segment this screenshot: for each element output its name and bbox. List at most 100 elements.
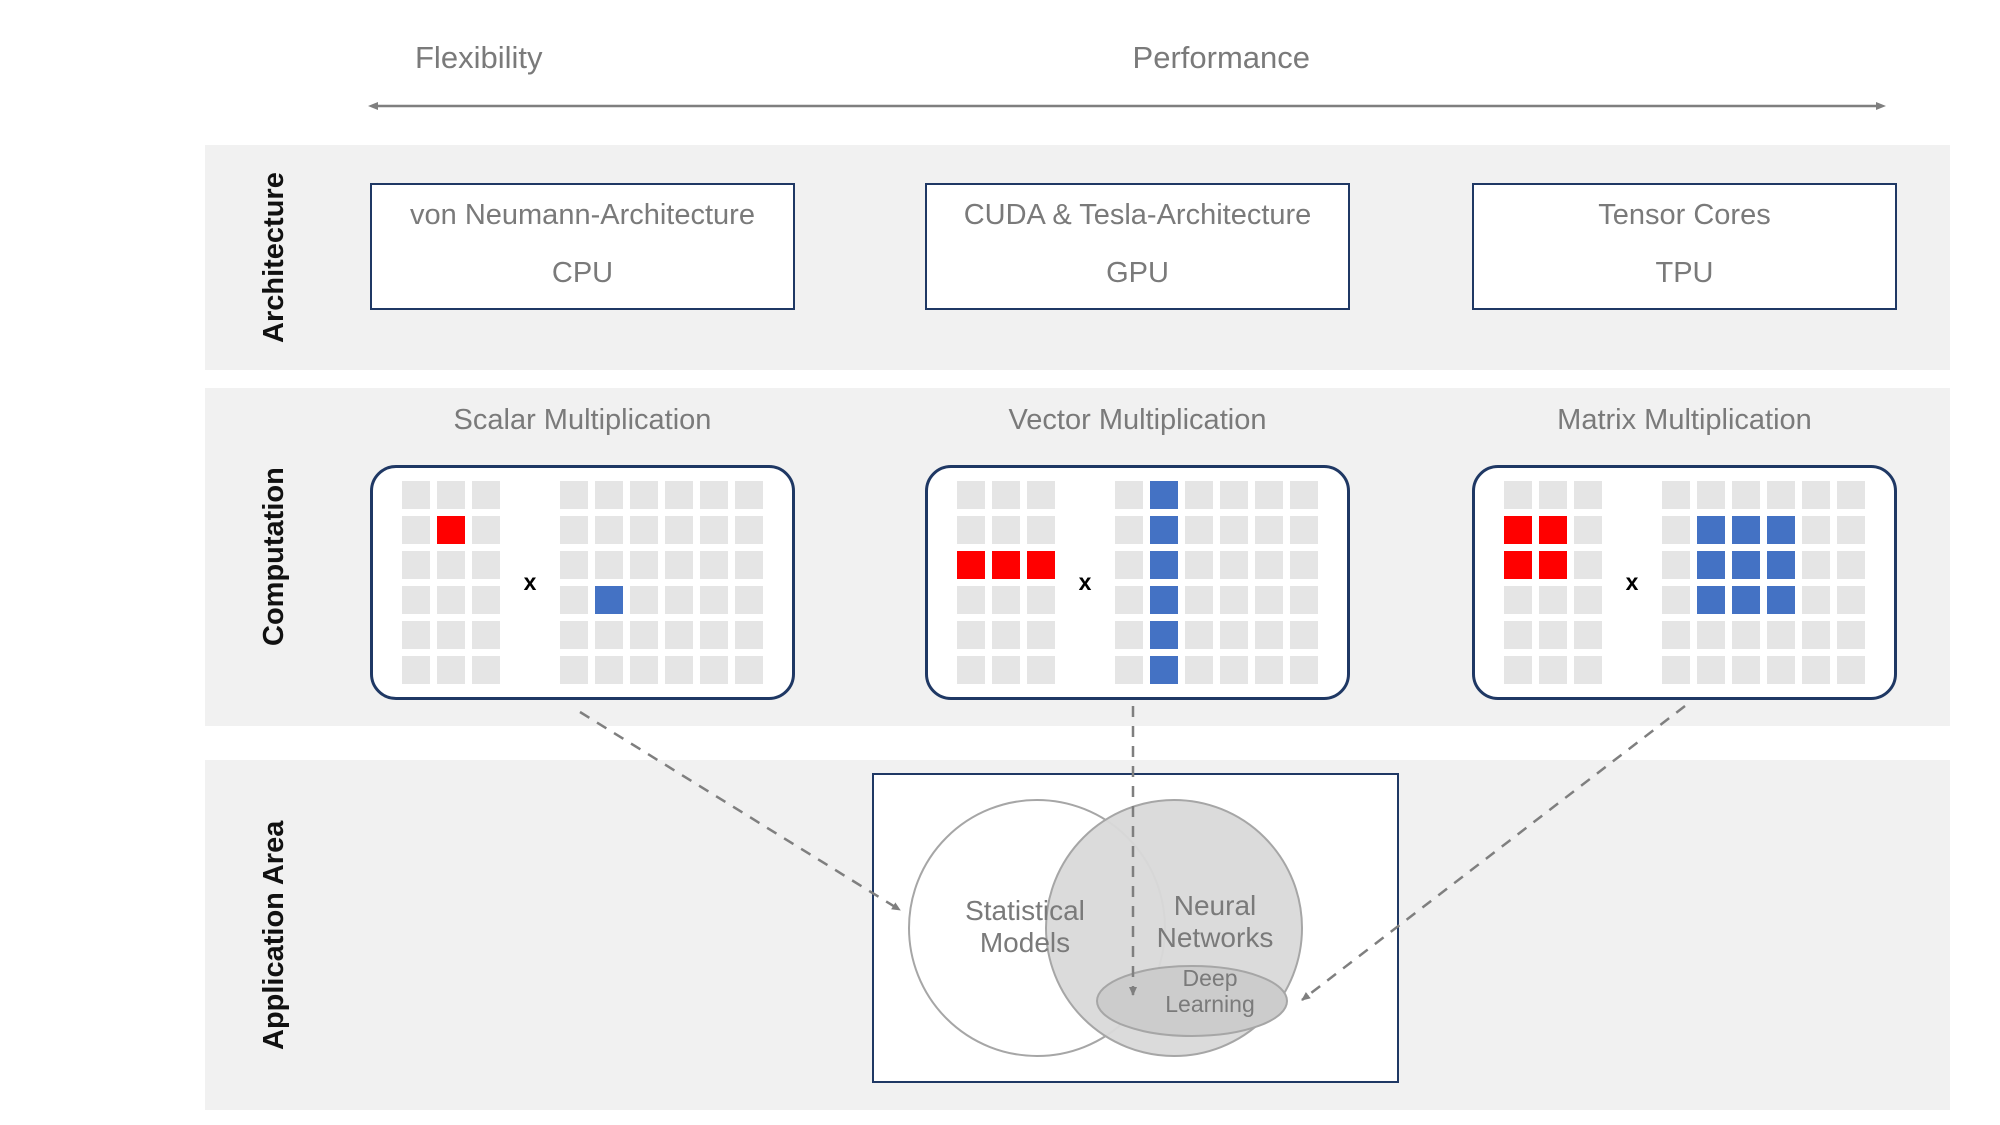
grid-cell (595, 551, 624, 579)
grid-cell (956, 481, 985, 509)
architecture-box-cpu[interactable]: von Neumann-Architecture CPU (370, 183, 795, 310)
grid-cell (401, 656, 430, 684)
grid-cell (1732, 551, 1761, 579)
grid-cell (1573, 481, 1602, 509)
grid-cell (1026, 516, 1055, 544)
grid-cell (991, 551, 1020, 579)
grid-cell (471, 551, 500, 579)
grid-cell (1538, 586, 1567, 614)
grid-cell (471, 621, 500, 649)
grid-cell (401, 481, 430, 509)
computation-title-vector: Vector Multiplication (1008, 404, 1267, 436)
architecture-box-tpu[interactable]: Tensor Cores TPU (1472, 183, 1897, 310)
grid-cell (1150, 586, 1179, 614)
grid-cell (471, 516, 500, 544)
grid-cell (436, 481, 465, 509)
grid-cell (1115, 516, 1144, 544)
grid-cell (735, 481, 764, 509)
grid-cell (956, 621, 985, 649)
grid-cell (1662, 656, 1691, 684)
computation-title-matrix: Matrix Multiplication (1557, 404, 1812, 436)
grid-cell (665, 481, 694, 509)
grid-cell (1837, 586, 1866, 614)
grid-cell (401, 551, 430, 579)
computation-panel-matrix[interactable]: x (1472, 465, 1897, 700)
grid-cell (1220, 621, 1249, 649)
grid-cell (1255, 551, 1284, 579)
grid-cell (665, 656, 694, 684)
grid-cell (1573, 656, 1602, 684)
grid-cell (1573, 551, 1602, 579)
grid-cell (560, 621, 589, 649)
grid-cell (1026, 481, 1055, 509)
grid-cell (1697, 481, 1726, 509)
grid-cell (1503, 656, 1532, 684)
grid-cell (595, 621, 624, 649)
multiply-symbol: x (1078, 569, 1092, 595)
venn-label-neural-networks: Neural Networks (1156, 890, 1274, 954)
grid-cell (595, 656, 624, 684)
grid-cell (1115, 656, 1144, 684)
computation-panel-scalar[interactable]: x (370, 465, 795, 700)
grid-cell (436, 551, 465, 579)
grid-cell (630, 656, 659, 684)
operand-grid-right (1115, 481, 1319, 684)
grid-cell (1802, 516, 1831, 544)
grid-cell (700, 656, 729, 684)
grid-cell (1732, 481, 1761, 509)
grid-cell (1662, 516, 1691, 544)
grid-cell (735, 516, 764, 544)
grid-cell (735, 551, 764, 579)
grid-cell (1802, 656, 1831, 684)
grid-cell (1573, 621, 1602, 649)
grid-cell (630, 481, 659, 509)
grid-cell (401, 586, 430, 614)
computation-title-scalar: Scalar Multiplication (453, 404, 712, 436)
grid-cell (1220, 656, 1249, 684)
grid-cell (560, 516, 589, 544)
grid-cell (630, 551, 659, 579)
grid-cell (1503, 551, 1532, 579)
grid-cell (1573, 586, 1602, 614)
grid-cell (1026, 621, 1055, 649)
row-title-application-area: Application Area (258, 820, 290, 1050)
grid-cell (1767, 551, 1796, 579)
grid-cell (735, 656, 764, 684)
grid-cell (700, 481, 729, 509)
grid-cell (1150, 481, 1179, 509)
grid-cell (1503, 481, 1532, 509)
grid-cell (1802, 586, 1831, 614)
grid-cell (560, 586, 589, 614)
grid-cell (1802, 551, 1831, 579)
grid-cell (1662, 551, 1691, 579)
grid-cell (436, 656, 465, 684)
grid-cell (1026, 586, 1055, 614)
grid-cell (735, 621, 764, 649)
grid-cell (1573, 516, 1602, 544)
computation-panel-vector[interactable]: x (925, 465, 1350, 700)
grid-cell (991, 656, 1020, 684)
grid-cell (1837, 656, 1866, 684)
grid-cell (1538, 551, 1567, 579)
architecture-box-gpu[interactable]: CUDA & Tesla-Architecture GPU (925, 183, 1350, 310)
grid-cell (1538, 481, 1567, 509)
row-title-computation: Computation (258, 467, 290, 647)
multiply-symbol: x (523, 569, 537, 595)
grid-cell (471, 481, 500, 509)
grid-cell (1538, 621, 1567, 649)
grid-cell (1115, 551, 1144, 579)
architecture-chip-label: CPU (551, 257, 614, 289)
grid-cell (1837, 481, 1866, 509)
grid-cell (1697, 516, 1726, 544)
grid-cell (436, 586, 465, 614)
grid-cell (1732, 516, 1761, 544)
grid-cell (956, 656, 985, 684)
architecture-chip-label: GPU (1106, 257, 1169, 289)
grid-cell (1697, 586, 1726, 614)
grid-cell (1185, 656, 1214, 684)
grid-cell (630, 586, 659, 614)
grid-cell (665, 586, 694, 614)
grid-cell (991, 481, 1020, 509)
operand-grid-right (560, 481, 764, 684)
grid-cell (1290, 656, 1319, 684)
